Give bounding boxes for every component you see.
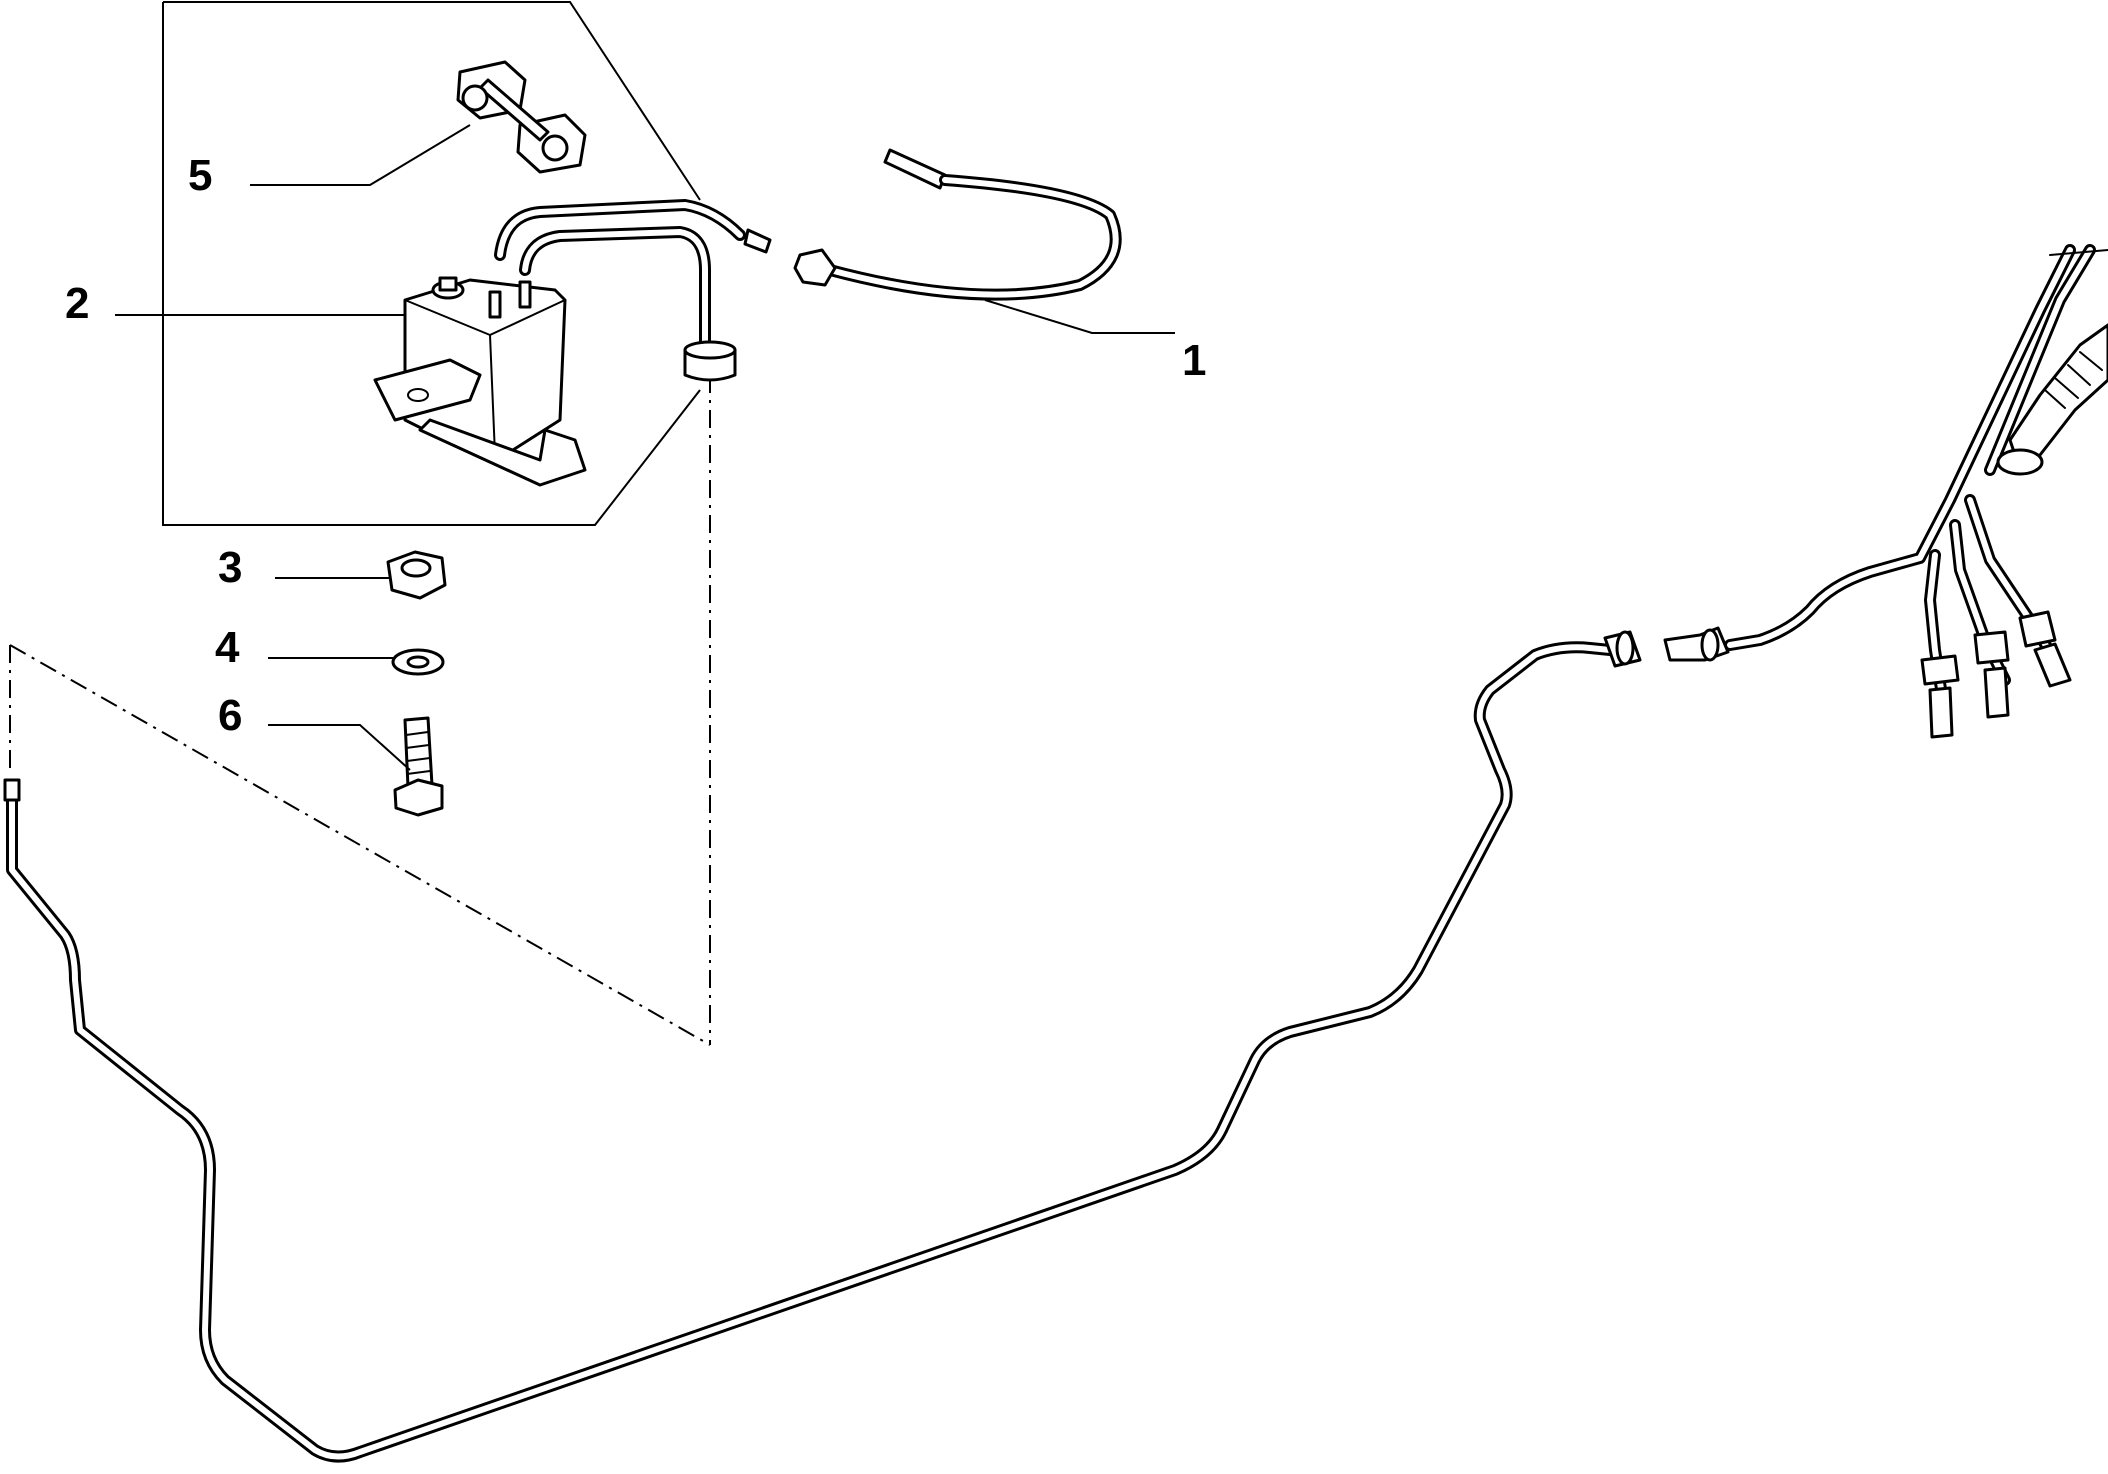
callout-2: 2 (65, 279, 89, 328)
washer-part-4 (391, 648, 445, 676)
callout-5: 5 (188, 151, 212, 200)
vapour-pipe (3, 630, 1642, 1463)
pipe-clip-part-5 (456, 60, 587, 174)
callout-6: 6 (218, 691, 242, 740)
callout-4: 4 (215, 623, 240, 672)
leader-5 (250, 124, 471, 186)
callout-3: 3 (218, 543, 242, 592)
leader-6 (268, 724, 411, 771)
harness-assembly (1663, 244, 2108, 739)
canister-part-2 (373, 199, 772, 487)
callout-1: 1 (1182, 336, 1206, 385)
cable-part-1 (793, 148, 1122, 301)
bolt-part-6 (393, 716, 444, 817)
assembly-line-left (9, 644, 711, 1046)
leader-1 (984, 299, 1175, 334)
detail-box (162, 1, 701, 526)
nut-part-3 (386, 550, 447, 600)
